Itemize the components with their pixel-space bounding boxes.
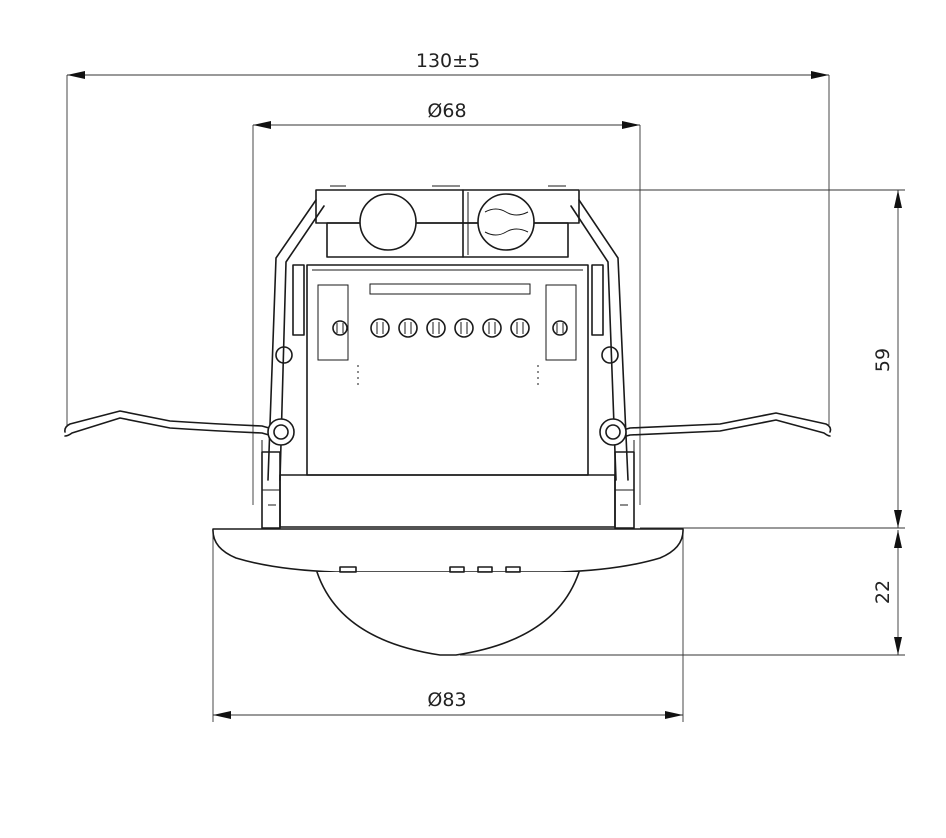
- overall-width-label: 130±5: [416, 50, 480, 72]
- clip-pivot-left: [267, 418, 295, 446]
- spring-clip-left: [64, 410, 277, 438]
- screw-terminal: [370, 318, 390, 338]
- screw-terminal: [510, 318, 530, 338]
- screw-terminals: [332, 283, 568, 338]
- screw-terminal: [552, 320, 568, 336]
- cover-plate: [212, 528, 684, 573]
- clip-pivot-right: [599, 418, 627, 446]
- terminal-block: [315, 185, 580, 258]
- pir-lens: [316, 566, 580, 656]
- cover-diameter-label: Ø83: [427, 689, 466, 711]
- dimension-overall-width: 130±5: [66, 50, 830, 425]
- inner-module: [306, 264, 589, 476]
- screw-terminal: [482, 318, 502, 338]
- mounting-diameter-label: Ø68: [427, 100, 466, 122]
- screw-terminal: [332, 320, 348, 336]
- cable-entry-right: [477, 193, 535, 251]
- detector-device: [64, 185, 832, 656]
- screw-terminal: [398, 318, 418, 338]
- cable-entry-left: [359, 193, 417, 251]
- screw-terminal: [426, 318, 446, 338]
- dimension-body-height: 59: [580, 189, 905, 529]
- screw-terminal: [454, 318, 474, 338]
- body-height-label: 59: [872, 348, 894, 372]
- dimension-mounting-diameter: Ø68: [252, 100, 641, 505]
- spring-clip-right: [615, 412, 832, 440]
- base-ring: [261, 451, 635, 529]
- dimension-lens-height: 22: [460, 530, 905, 656]
- dimension-cover-diameter: Ø83: [212, 530, 684, 722]
- lens-height-label: 22: [872, 580, 894, 604]
